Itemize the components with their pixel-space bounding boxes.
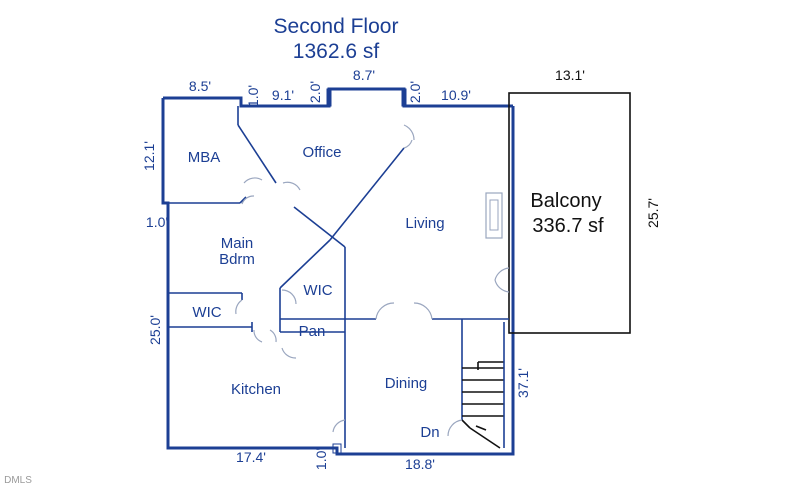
room-label-office: Office (303, 144, 342, 161)
room-label-wic-upper: WIC (303, 282, 332, 299)
floor-title: Second Floor (274, 15, 399, 38)
dim-balcony-depth: 25.7' (645, 198, 661, 228)
dim-top-8-7: 8.7' (353, 67, 375, 83)
dim-left-12-1: 12.1' (141, 141, 157, 171)
room-label-dining: Dining (385, 375, 428, 392)
room-label-living: Living (405, 215, 444, 232)
balcony-area: 336.7 sf (532, 215, 604, 237)
dim-top-1-0: 1.0' (245, 85, 261, 107)
interior-walls (163, 106, 509, 454)
dim-right-37-1: 37.1' (515, 368, 531, 398)
watermark: DMLS (4, 475, 32, 486)
room-label-main-bdrm-1: Main (221, 235, 254, 252)
dim-top-mba: 8.5' (189, 78, 211, 94)
fireplace (485, 192, 503, 239)
dim-top-2-0-left: 2.0' (307, 81, 323, 103)
balcony-outline (508, 92, 631, 334)
dim-bottom-1-0: 1.0' (313, 448, 329, 470)
dim-bottom-18-8: 18.8' (405, 456, 435, 472)
dim-balcony-width: 13.1' (555, 67, 585, 83)
dim-top-2-0-right: 2.0' (407, 81, 423, 103)
room-label-balcony: Balcony (530, 190, 601, 212)
room-label-pan: Pan (299, 323, 326, 340)
room-label-wic-left: WIC (192, 304, 221, 321)
dim-left-1-0: 1.0' (146, 214, 168, 230)
floor-area: 1362.6 sf (293, 40, 380, 63)
door-swings (235, 124, 510, 437)
dim-left-25-0: 25.0' (147, 315, 163, 345)
dim-bottom-17-4: 17.4' (236, 449, 266, 465)
room-label-main-bdrm-2: Bdrm (219, 251, 255, 268)
dim-top-9-1: 9.1' (272, 87, 294, 103)
dim-top-10-9: 10.9' (441, 87, 471, 103)
room-label-kitchen: Kitchen (231, 381, 281, 398)
room-label-dn: Dn (420, 424, 439, 441)
room-label-mba: MBA (188, 149, 221, 166)
